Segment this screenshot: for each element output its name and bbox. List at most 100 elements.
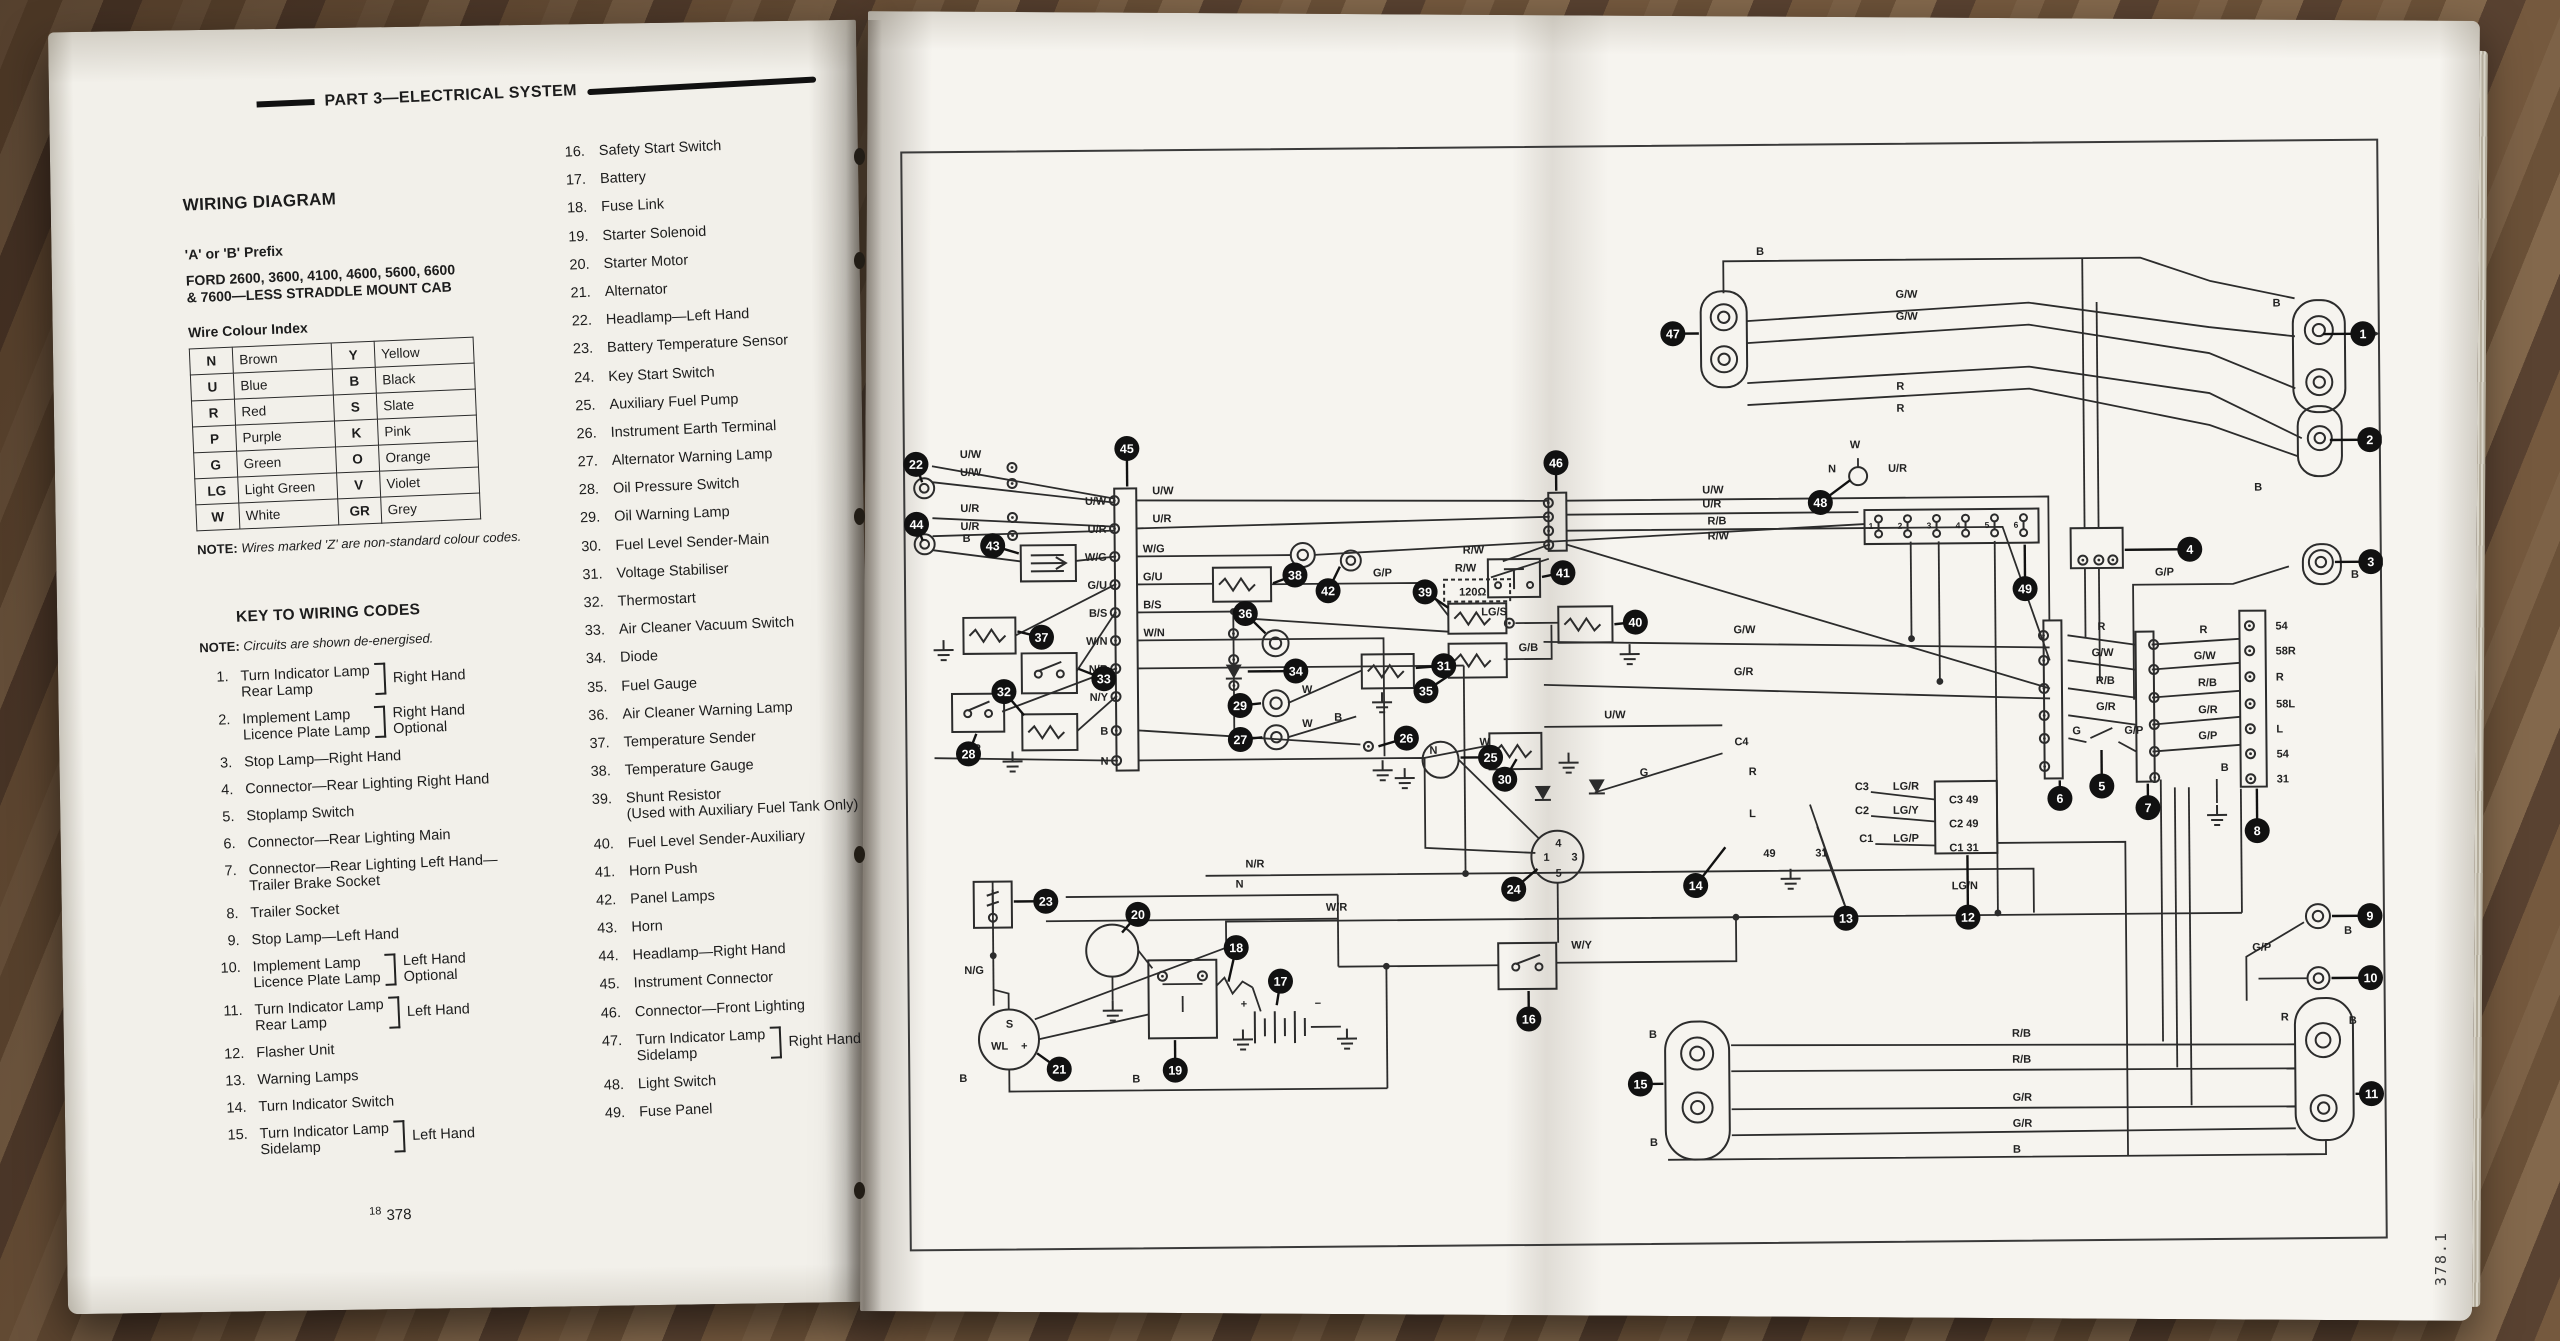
wire — [1137, 637, 1386, 757]
key-item-number: 38. — [590, 763, 612, 781]
wire-label: 58R — [2276, 645, 2296, 657]
strip-symbol — [2134, 630, 2161, 784]
wire-label: B — [963, 533, 971, 545]
svg-text:7: 7 — [2144, 801, 2151, 815]
wire-label: B/S — [1143, 599, 1161, 611]
wire-label: W — [1850, 439, 1861, 451]
ground-symbol — [1372, 760, 1393, 782]
wire — [1668, 1140, 2327, 1161]
key-item-label: Temperature Sender — [623, 729, 757, 751]
diagram-callout-32: 32 — [991, 679, 1026, 717]
key-item-number: 35. — [586, 678, 608, 696]
term-symbol — [1196, 970, 1208, 982]
lamp-bulb — [1681, 1091, 1714, 1124]
wire-label: N — [1101, 756, 1109, 768]
circle-symbol — [1848, 466, 1869, 487]
key-item: 32.Thermostart — [567, 582, 897, 612]
key-item-note: Right Hand — [392, 667, 466, 687]
binding-hole — [854, 1182, 865, 1199]
diagram-callout-42: 42 — [1315, 566, 1341, 604]
wire — [1731, 1067, 2296, 1073]
key-item: 6.Connector—Rear Lighting Main — [205, 822, 565, 853]
key-item: 39.Shunt Resistor(Used with Auxiliary Fu… — [576, 779, 907, 825]
zig-symbol — [1360, 653, 1415, 690]
wire-label: B — [2254, 482, 2262, 494]
colour-code: R — [191, 399, 236, 427]
wire-label: R — [2097, 621, 2105, 633]
colour-index-title: Wire Colour Index — [187, 319, 309, 341]
svg-text:38: 38 — [1288, 568, 1302, 582]
wire-label: B — [1649, 1029, 1657, 1041]
wire-label: WL — [991, 1041, 1008, 1053]
key-item-number: 41. — [594, 863, 616, 881]
colour-code: V — [336, 471, 381, 499]
key-item-number: 39. — [591, 791, 613, 809]
wire-label: C2 — [1855, 805, 1869, 817]
key-item: 3.Stop Lamp—Right Hand — [202, 741, 562, 772]
swbox-symbol — [1497, 941, 1558, 991]
wire-label: R — [2199, 624, 2207, 636]
svg-text:26: 26 — [1399, 732, 1413, 746]
wire — [1336, 894, 1340, 967]
ground-symbol — [1232, 1029, 1254, 1051]
key-item-number: 3. — [219, 755, 233, 772]
lamp-bulb — [913, 477, 936, 500]
wire-label: LG/N — [1952, 880, 1978, 892]
wire-label: R/W — [1708, 530, 1730, 542]
wire — [1731, 1105, 2296, 1111]
key-item-label: Connector—Rear Lighting Main — [247, 826, 451, 852]
wire-label: U/R — [1152, 513, 1171, 525]
key-item: 5.Stoplamp Switch — [204, 795, 564, 826]
lamp-bulb — [1680, 1036, 1715, 1071]
diagram-callout-26: 26 — [1378, 725, 1419, 751]
zig-symbol — [962, 616, 1017, 655]
wire-label: U/R — [1702, 498, 1721, 510]
key-item-label: Oil Warning Lamp — [613, 504, 730, 526]
key-item-label: Starter Solenoid — [602, 223, 707, 244]
wire — [1870, 815, 1936, 823]
key-item-number: 43. — [596, 920, 618, 937]
diagram-callout-37: 37 — [1017, 624, 1054, 650]
key-item-label: Fuel Level Sender-Main — [615, 531, 770, 554]
svg-text:14: 14 — [1689, 879, 1703, 893]
svg-text:34: 34 — [1289, 664, 1303, 678]
diagram-callout-17: 17 — [1267, 968, 1293, 1006]
term-symbol — [2107, 554, 2119, 566]
wire-label: R/B — [2096, 675, 2115, 687]
wire-label: U/W — [1702, 484, 1724, 496]
wire — [2084, 568, 2087, 638]
diagram-callout-35: 35 — [1413, 672, 1453, 704]
key-item-note: Left Hand — [411, 1125, 476, 1144]
svg-text:30: 30 — [1498, 773, 1512, 787]
wire — [1233, 616, 1449, 633]
wire-label: W — [1302, 684, 1313, 696]
key-item-number: 11. — [223, 1002, 243, 1020]
wire — [2118, 741, 2137, 753]
dot-symbol — [1462, 870, 1469, 877]
ground-symbol — [1619, 644, 1640, 666]
key-item-label: Air Cleaner Vacuum Switch — [618, 614, 795, 638]
wire-label: + — [1021, 1040, 1028, 1052]
term-symbol — [1006, 478, 1018, 490]
ground-symbol — [1002, 751, 1023, 773]
lamp-bulb — [2304, 903, 2331, 930]
wire-label: U/R — [960, 521, 979, 533]
wire-label: G/R — [2096, 701, 2116, 713]
key-item: 35.Fuel Gauge — [571, 667, 901, 697]
diagram-callout-22: 22 — [903, 451, 929, 483]
dot-symbol — [989, 952, 997, 960]
svg-text:44: 44 — [909, 518, 923, 532]
horn-symbol — [1019, 543, 1078, 583]
diagram-callout-33: 33 — [1078, 666, 1117, 692]
right-page-number: 378.1 — [2432, 1230, 2450, 1286]
zig-symbol — [1447, 642, 1508, 679]
key-item-number: 46. — [600, 1004, 622, 1022]
wire-label: W — [1479, 736, 1490, 748]
wire — [1909, 541, 1913, 639]
key-item-number: 13. — [225, 1072, 246, 1090]
wire-label: C3 — [1855, 781, 1869, 793]
rrect-symbol — [2293, 997, 2355, 1142]
svg-text:3: 3 — [1926, 520, 1931, 530]
key-item-label: Turn Indicator Switch — [258, 1093, 395, 1116]
